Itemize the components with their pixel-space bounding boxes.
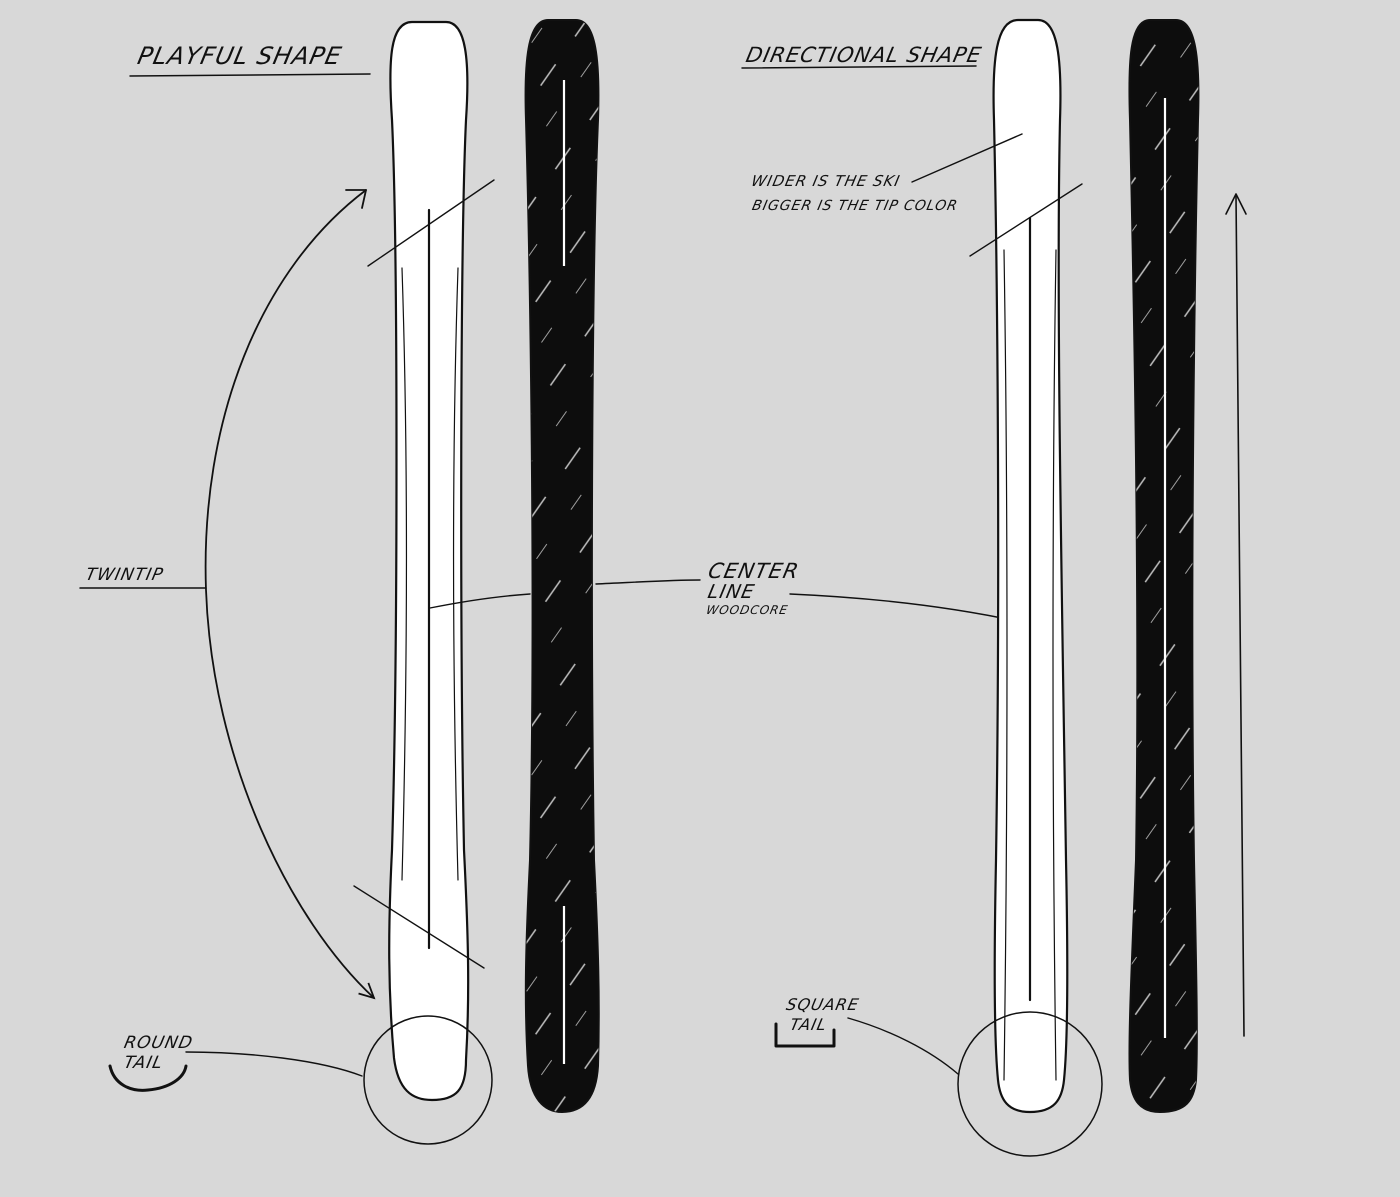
square-tail-label-line2: TAIL	[788, 1015, 829, 1034]
white-ski-tail-boundary	[353, 885, 485, 969]
round-tail-leader	[185, 1051, 363, 1077]
twintip-arrowhead-top	[345, 189, 367, 209]
white-ski-sidewall	[401, 267, 408, 881]
round-bracket-icon	[108, 1064, 188, 1092]
black-ski-shine	[525, 20, 599, 1112]
center-line-label-2: LINE	[706, 580, 757, 603]
center-line-label-1: CENTER	[706, 559, 802, 584]
curved-double-arrow-icon	[204, 189, 374, 998]
tip-note-leader	[911, 133, 1023, 183]
center-line-leader-left	[429, 593, 531, 609]
twintip-label: TWINTIP	[84, 565, 166, 585]
center-label: CENTER LINE WOODCORE	[705, 559, 1031, 625]
square-bracket-icon	[774, 1022, 836, 1048]
arrow-up-icon	[1235, 195, 1245, 1037]
center-line-label-3: WOODCORE	[705, 603, 790, 617]
tip-note-line1: WIDER IS THE SKI	[750, 172, 902, 190]
tip-note-line2: BIGGER IS THE TIP COLOR	[751, 198, 960, 214]
white-directional-sidewall-left	[1003, 249, 1008, 1081]
white-directional-tip-boundary	[969, 183, 1083, 257]
square-tail-leader	[847, 1017, 959, 1075]
left-panel: PLAYFUL SHAPE TWINTIP ROUND TAIL	[79, 19, 701, 1145]
round-tail-label-line2: TAIL	[122, 1053, 165, 1073]
title-underline	[129, 73, 371, 77]
square-tail-label-line1: SQUARE	[784, 995, 861, 1014]
center-line-leader-mid	[595, 579, 701, 585]
playful-shape-title: PLAYFUL SHAPE	[135, 41, 345, 70]
arrow-up-head	[1225, 193, 1247, 215]
directional-shape-title: DIRECTIONAL SHAPE	[744, 43, 984, 68]
white-ski-sidewall-right	[452, 267, 459, 881]
right-panel: DIRECTIONAL SHAPE WIDER IS THE SKI BIGGE…	[741, 18, 1247, 1157]
white-ski-tip-boundary	[367, 179, 495, 267]
square-tail-highlight-circle	[957, 1011, 1103, 1157]
round-tail-highlight-circle	[363, 1015, 493, 1145]
round-tail-label-line1: ROUND	[122, 1033, 195, 1053]
white-directional-sidewall-right	[1052, 249, 1057, 1081]
directional-title-underline	[741, 65, 977, 69]
center-line-leader-right	[789, 593, 1031, 625]
